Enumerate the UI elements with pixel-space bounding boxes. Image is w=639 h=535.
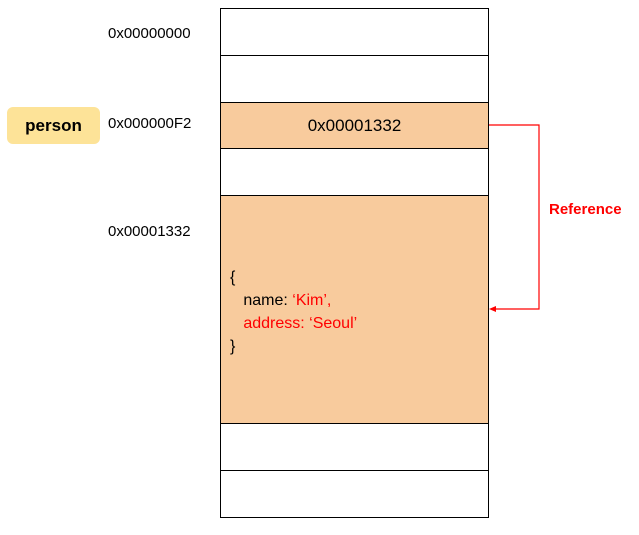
memory-cell bbox=[220, 148, 489, 196]
reference-arrow-head bbox=[489, 306, 496, 312]
address-label-0: 0x00000000 bbox=[108, 25, 191, 42]
memory-cell bbox=[220, 423, 489, 471]
memory-cell-object: { name: ‘Kim’, address: ‘Seoul’ } bbox=[220, 195, 489, 424]
reference-label: Reference bbox=[549, 201, 622, 218]
memory-cell bbox=[220, 55, 489, 103]
object-literal: { name: ‘Kim’, address: ‘Seoul’ } bbox=[230, 266, 357, 358]
object-address-property: address: ‘Seoul’ bbox=[230, 312, 357, 335]
address-label-person: 0x000000F2 bbox=[108, 115, 192, 132]
object-name-key: name: bbox=[243, 292, 293, 309]
reference-arrow-line bbox=[489, 124, 540, 310]
variable-name: person bbox=[25, 115, 82, 135]
address-label-object: 0x00001332 bbox=[108, 223, 191, 240]
object-name-property: name: ‘Kim’, bbox=[230, 289, 357, 312]
object-open-brace: { bbox=[230, 269, 236, 286]
memory-cell-person: 0x00001332 bbox=[220, 102, 489, 149]
person-reference-value: 0x00001332 bbox=[307, 115, 402, 135]
object-address-line: address: ‘Seoul’ bbox=[243, 315, 358, 332]
memory-cell bbox=[220, 8, 489, 56]
memory-cell bbox=[220, 470, 489, 518]
object-name-value: ‘Kim’, bbox=[292, 292, 332, 309]
variable-name-badge: person bbox=[7, 107, 100, 144]
object-close-brace: } bbox=[230, 338, 236, 355]
